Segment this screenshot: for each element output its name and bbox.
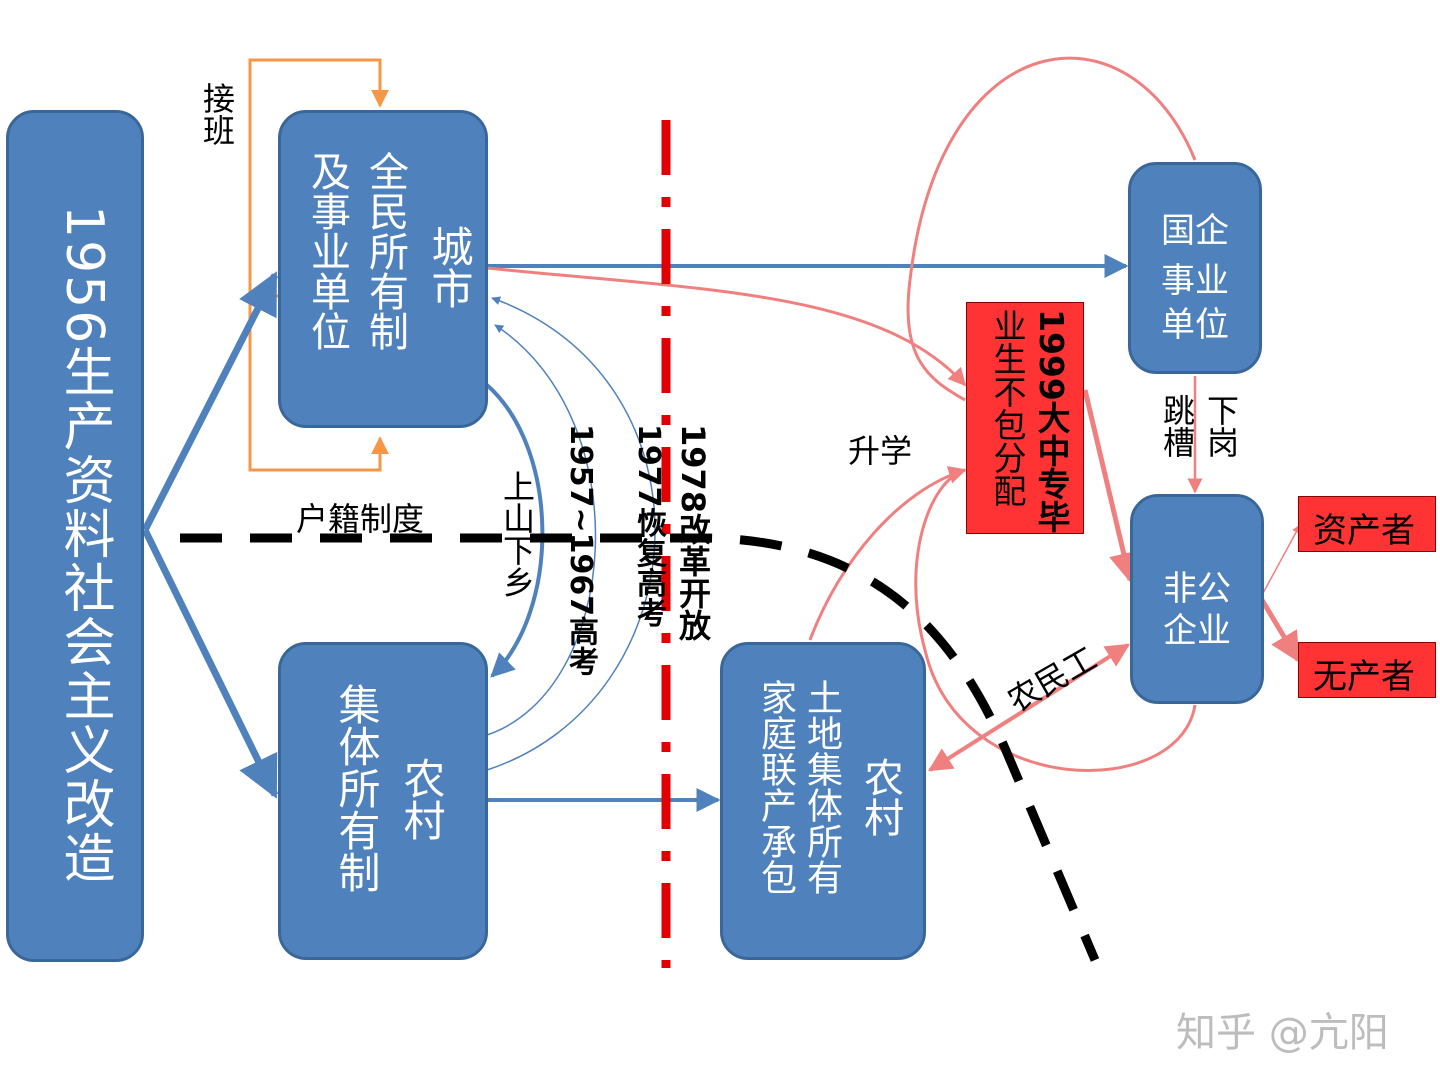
down-to-countryside-label: 上山下乡 [498, 470, 536, 598]
private-enterprise-box: 非公 企业 [1130, 494, 1264, 704]
rural-title: 农村 [397, 757, 446, 841]
soe-line3: 单位 [1161, 305, 1229, 345]
arrow-further-study [808, 466, 967, 641]
transformation-label: 1956生产资料社会主义改造 [54, 205, 114, 886]
watermark: 知乎 @亢阳 [1176, 1010, 1389, 1056]
arrow-gaokao-1977 [486, 296, 656, 771]
new-rural-col1: 土地集体所有 [801, 679, 842, 895]
arrow-to-city [141, 271, 279, 532]
arrow-to-proletarian [1259, 598, 1301, 663]
soe-line1: 国企 [1161, 211, 1229, 251]
hukou-label: 户籍制度 [296, 500, 425, 538]
private-line1: 非公 [1163, 569, 1231, 609]
arrow-gaokao-1957 [486, 324, 597, 736]
new-rural-col2: 家庭联产承包 [755, 679, 796, 895]
arrow-to-rural [141, 528, 279, 799]
soe-line2: 事业 [1161, 261, 1229, 301]
gaokao-1957-label: 1957~1967高考 [563, 424, 598, 677]
arrow-to-capitalist [1261, 524, 1301, 596]
city-body-col1: 全民所有制 [362, 151, 408, 351]
new-rural-title: 农村 [857, 757, 903, 837]
further-study-label: 升学 [848, 432, 913, 470]
new-rural-box: 农村 土地集体所有 家庭联产承包 [720, 642, 926, 960]
capitalist-label: 资产者 [1313, 511, 1415, 551]
arrow-down-to-countryside [485, 383, 545, 678]
rural-body: 集体所有制 [332, 683, 381, 893]
graduates-1999-box: 1999大中专毕 业生不包分配 [966, 302, 1084, 534]
proletarian-box: 无产者 [1298, 642, 1436, 698]
hukou-boundary-line [180, 533, 1100, 962]
arrow-grad-loop-top [906, 56, 1197, 402]
rural-box: 农村 集体所有制 [278, 642, 488, 960]
succession-label: 接班 [198, 82, 236, 146]
arrow-city-to-grad [486, 266, 967, 387]
private-line2: 企业 [1163, 611, 1231, 651]
gaokao-1977-label: 1977恢复高考 [631, 424, 666, 628]
reform-1978-label: 1978改革开放 [674, 424, 712, 642]
capitalist-box: 资产者 [1298, 496, 1436, 552]
arrow-migrant-worker [927, 643, 1131, 772]
arrow-grad-to-private [1082, 389, 1139, 583]
job-hop-label: 跳槽 [1158, 394, 1196, 458]
proletarian-label: 无产者 [1313, 657, 1415, 697]
city-body-col2: 及事业单位 [304, 151, 350, 351]
city-box: 城市 全民所有制 及事业单位 [278, 110, 488, 428]
graduates-col2: 业生不包分配 [988, 309, 1027, 507]
city-title: 城市 [425, 225, 474, 309]
layoff-label: 下岗 [1202, 394, 1240, 458]
soe-box: 国企 事业 单位 [1128, 162, 1262, 374]
graduates-col1: 1999大中专毕 [1032, 309, 1071, 533]
transformation-box: 1956生产资料社会主义改造 [6, 110, 144, 962]
